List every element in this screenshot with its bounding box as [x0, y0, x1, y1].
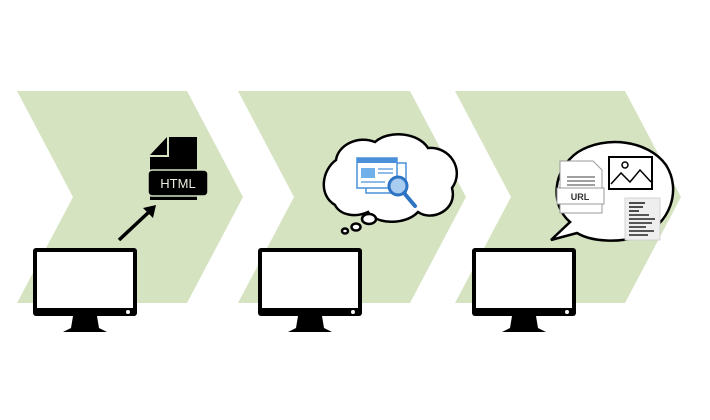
monitor-icon — [472, 248, 576, 332]
text-document-icon — [624, 197, 661, 241]
html-label: HTML — [160, 176, 195, 191]
url-document-icon: URL — [556, 160, 605, 214]
monitor-icon — [258, 248, 362, 332]
url-label: URL — [571, 192, 590, 202]
arrow-up-right-icon — [117, 205, 156, 242]
image-icon — [608, 156, 653, 190]
html-file-icon: HTML — [147, 137, 209, 200]
webpage-search-icon — [356, 157, 417, 208]
monitor-icon — [33, 248, 137, 332]
